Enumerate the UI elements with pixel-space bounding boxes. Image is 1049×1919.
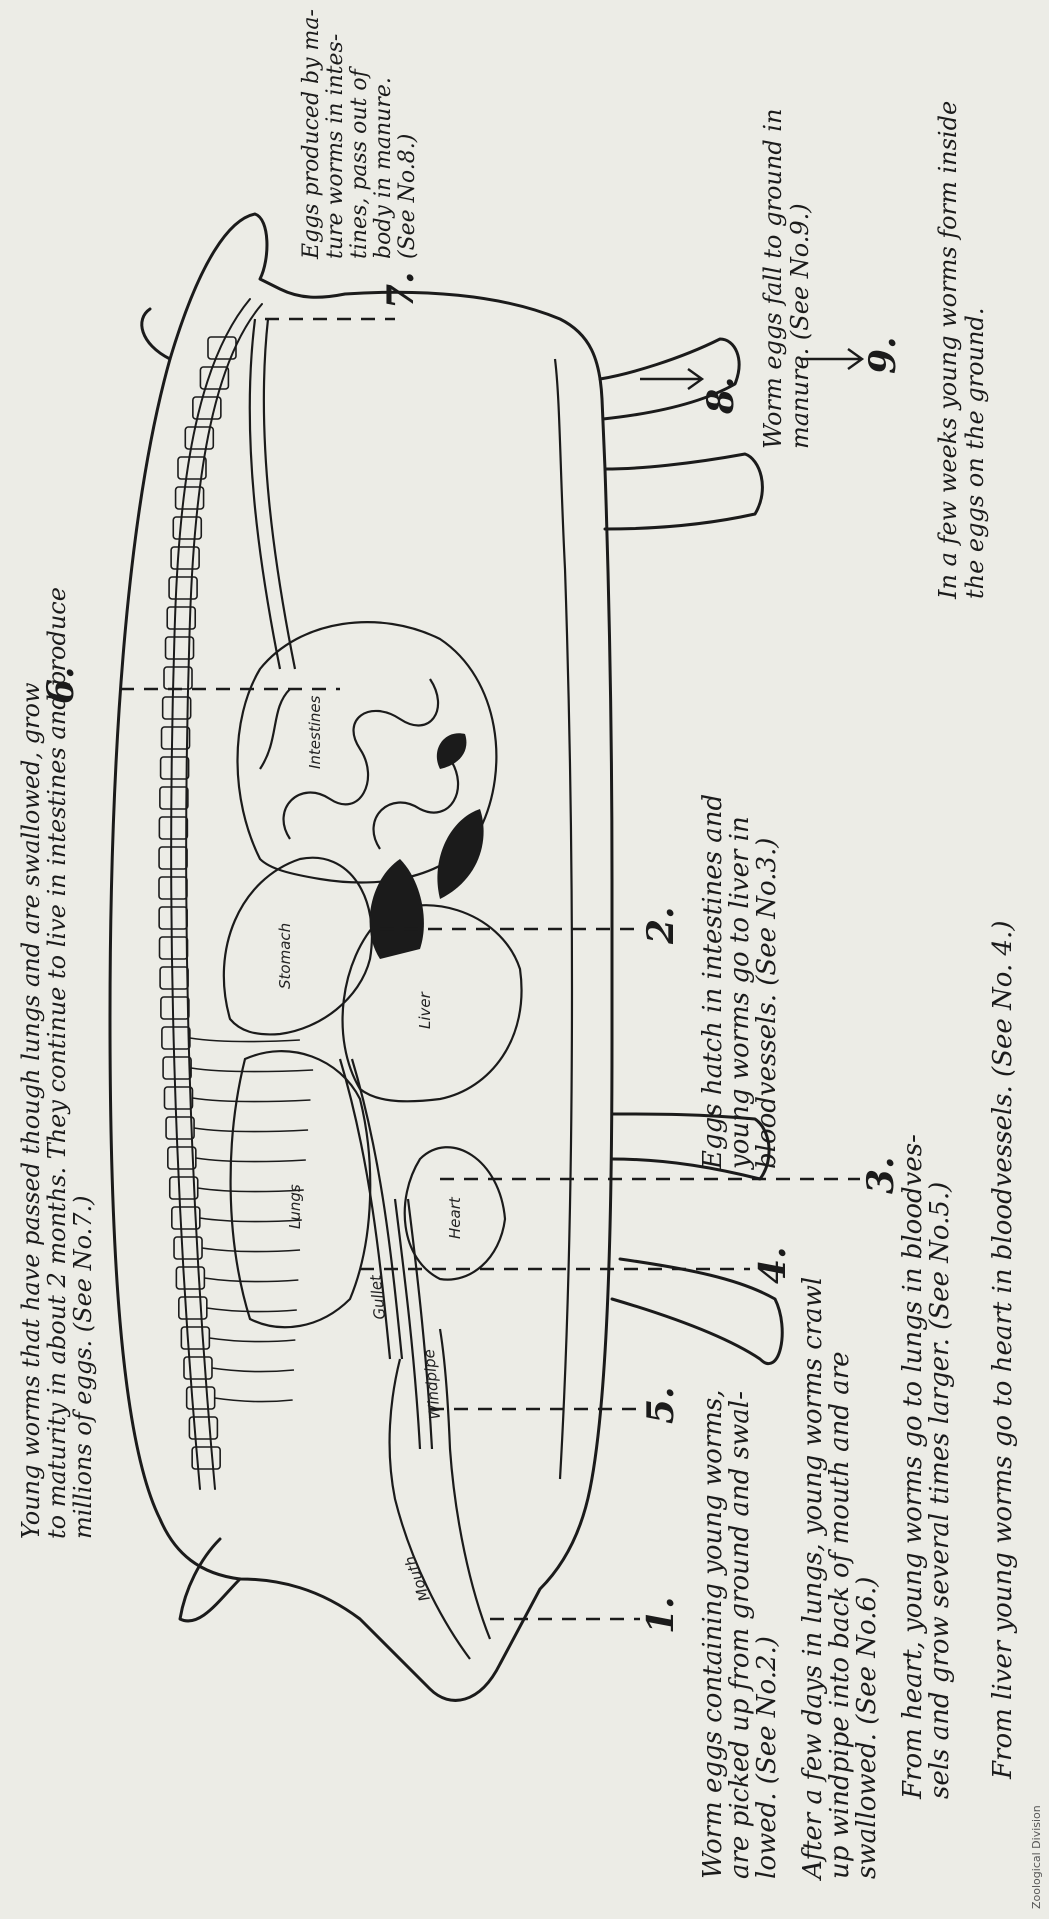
vertebra bbox=[162, 727, 190, 749]
caption-6: Young worms that have passed though lung… bbox=[18, 587, 96, 1539]
caption-4: From heart, young worms go to lungs in b… bbox=[900, 1134, 954, 1799]
organ-label-gullet: Gullet bbox=[366, 1273, 389, 1320]
rib bbox=[190, 1038, 300, 1042]
organ-label-heart: Heart bbox=[446, 1196, 464, 1239]
rib bbox=[212, 1368, 294, 1372]
step-number-8: 8. bbox=[700, 376, 742, 414]
organ-label-lungs: Lungs bbox=[286, 1184, 304, 1229]
black-organ-mass bbox=[370, 859, 424, 959]
vertebra bbox=[166, 1117, 194, 1139]
vertebra bbox=[161, 997, 189, 1019]
vertebra bbox=[159, 817, 187, 839]
caption-1: Worm eggs containing young worms, are pi… bbox=[700, 1389, 781, 1879]
organ-label-intestines: Intestines bbox=[306, 695, 324, 769]
vertebra bbox=[160, 967, 188, 989]
organ-label-mouth: Mouth bbox=[401, 1553, 434, 1603]
vertebra bbox=[162, 1027, 190, 1049]
vertebra bbox=[160, 787, 188, 809]
vertebra bbox=[163, 1057, 191, 1079]
caption-5: After a few days in lungs, young worms c… bbox=[800, 1277, 881, 1879]
rib bbox=[202, 1248, 300, 1252]
pig-tail bbox=[142, 309, 170, 359]
caption-2: Eggs hatch in intestines and young worms… bbox=[700, 794, 781, 1169]
vertebra bbox=[169, 577, 197, 599]
organ-label-stomach: Stomach bbox=[276, 923, 294, 989]
vertebra bbox=[181, 1327, 209, 1349]
step-number-7: 7. bbox=[380, 271, 422, 309]
credit-line: Zoological Division bbox=[1030, 1805, 1043, 1909]
rib bbox=[207, 1308, 297, 1312]
step-number-2: 2. bbox=[640, 906, 682, 944]
step-number-9: 9. bbox=[862, 336, 904, 374]
rib bbox=[204, 1278, 298, 1282]
vertebra bbox=[164, 1087, 192, 1109]
caption-8: Worm eggs fall to ground in manure. (See… bbox=[760, 109, 814, 449]
vertebra bbox=[161, 757, 189, 779]
step-number-3: 3. bbox=[860, 1156, 902, 1194]
stomach-outline bbox=[224, 858, 372, 1035]
vertebra bbox=[184, 1357, 212, 1379]
caption-7: Eggs produced by ma- ture worms in intes… bbox=[300, 9, 420, 259]
belly-line bbox=[555, 359, 572, 1479]
step-number-1: 1. bbox=[640, 1596, 682, 1634]
caption-3: From liver young worms go to heart in bl… bbox=[990, 921, 1017, 1779]
vertebra bbox=[160, 937, 188, 959]
rib bbox=[191, 1068, 313, 1072]
caption-9: In a few weeks young worms form inside t… bbox=[935, 101, 989, 599]
rib bbox=[209, 1338, 295, 1342]
hind-leg-1 bbox=[605, 454, 762, 529]
vertebra bbox=[159, 907, 187, 929]
organ-label-liver: Liver bbox=[416, 991, 434, 1029]
rib bbox=[215, 1398, 293, 1402]
rib bbox=[196, 1158, 306, 1162]
vertebra bbox=[159, 877, 187, 899]
rib bbox=[194, 1128, 308, 1132]
step-number-5: 5. bbox=[640, 1386, 682, 1424]
vertebra bbox=[179, 1297, 207, 1319]
vertebra bbox=[171, 547, 199, 569]
pig-ear bbox=[180, 1539, 240, 1621]
vertebra bbox=[159, 847, 187, 869]
rib bbox=[192, 1098, 310, 1102]
arrow-8 bbox=[640, 369, 702, 389]
step-number-4: 4. bbox=[752, 1246, 794, 1284]
